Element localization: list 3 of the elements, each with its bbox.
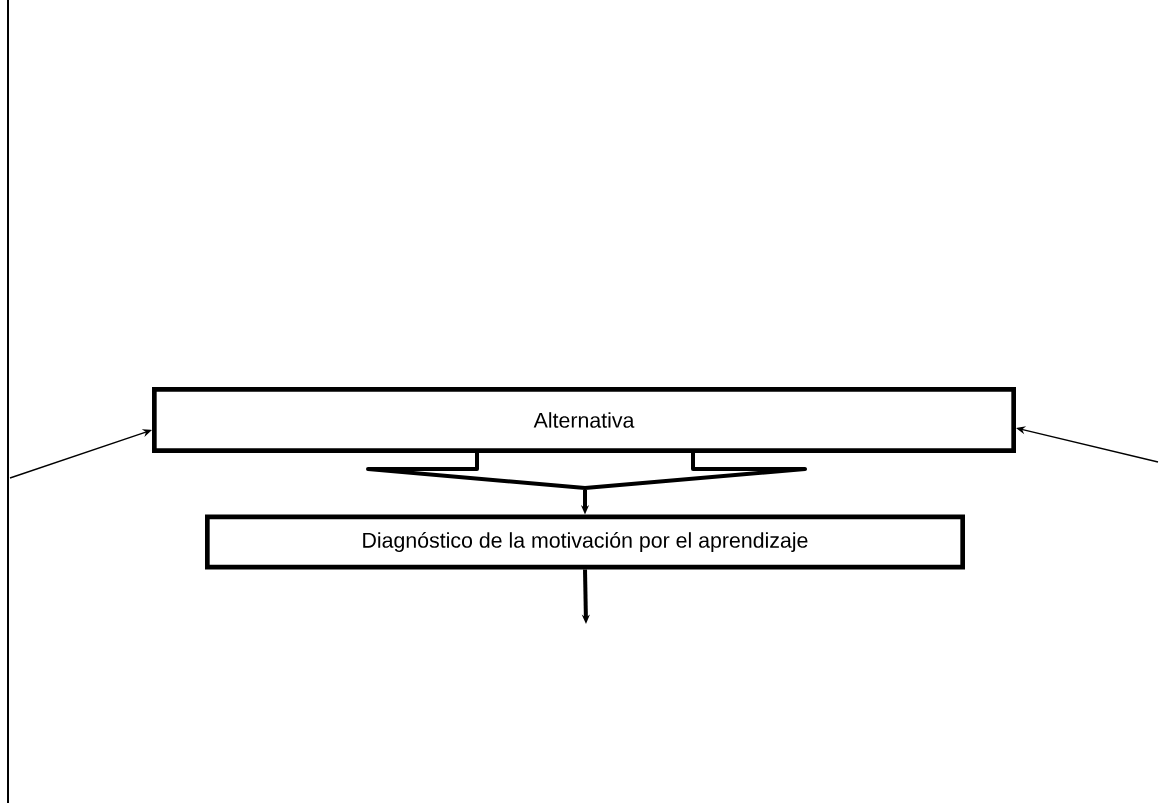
arrow bbox=[9, 429, 152, 479]
process-box: Diagnóstico de la motivación por el aprendizaje bbox=[205, 514, 965, 570]
alternative-box: Alternativa bbox=[152, 387, 1016, 453]
